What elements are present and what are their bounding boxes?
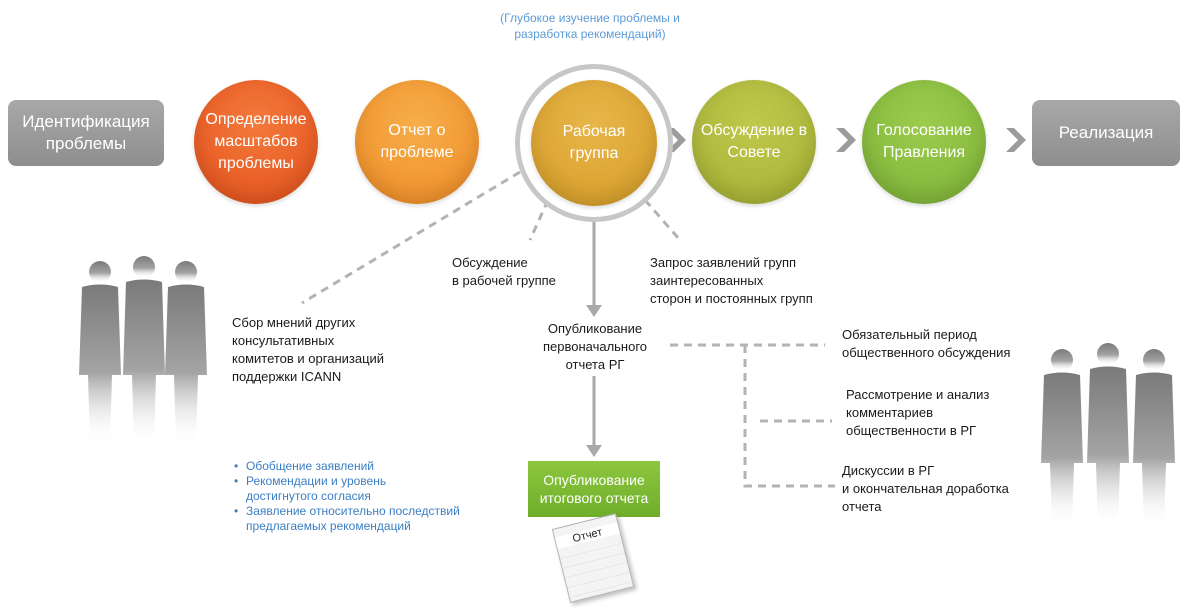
stage-report: Отчет о проблеме — [355, 80, 479, 204]
label-final-discussion: Дискуссии в РГ и окончательная доработка… — [842, 463, 1009, 514]
people-silhouette-icon — [79, 256, 207, 445]
connector-request — [643, 199, 682, 241]
stage-identification: Идентификация проблемы — [8, 100, 164, 166]
working-group-note: (Глубокое изучение проблемы и разработка… — [500, 11, 680, 41]
label-initial-report: Опубликование первоначального отчета РГ — [542, 321, 648, 372]
list-item: Рекомендации и уровень достигнутого согл… — [232, 474, 460, 504]
label-review-comments: Рассмотрение и анализ комментариев общес… — [846, 387, 990, 438]
list-item: Обобщение заявлений — [232, 459, 460, 474]
final-report-contents-list: Обобщение заявлений Рекомендации и урове… — [232, 459, 460, 534]
connector-collect — [301, 170, 521, 305]
stage-implementation: Реализация — [1032, 100, 1180, 166]
stage-scope: Определение масштабов проблемы — [194, 80, 318, 204]
label-request-statements: Запрос заявлений групп заинтересованных … — [650, 255, 813, 306]
arrow-down-2 — [586, 445, 602, 457]
label-wg-discussion: Обсуждение в рабочей группе — [452, 255, 556, 288]
final-report-box: Опубликование итогового отчета — [528, 461, 660, 517]
stage-council: Обсуждение в Совете — [692, 80, 816, 204]
people-silhouette-icon — [1041, 343, 1175, 528]
arrow-down-1 — [586, 305, 602, 317]
label-collect-opinions: Сбор мнений других консультативных комит… — [232, 315, 385, 384]
connector-review — [743, 345, 835, 488]
label-public-comment: Обязательный период общественного обсужд… — [842, 327, 1011, 360]
stage-board-vote: Голосование Правления — [862, 80, 986, 204]
list-item: Заявление относительно последствий предл… — [232, 504, 460, 534]
chevron-right-icon — [1006, 128, 1026, 152]
stage-working-group: Рабочая группа — [531, 80, 657, 206]
report-document-label: Отчет — [554, 522, 620, 550]
connector-wg-discussion — [528, 199, 550, 241]
chevron-right-icon — [666, 128, 686, 152]
chevron-right-icon — [836, 128, 856, 152]
